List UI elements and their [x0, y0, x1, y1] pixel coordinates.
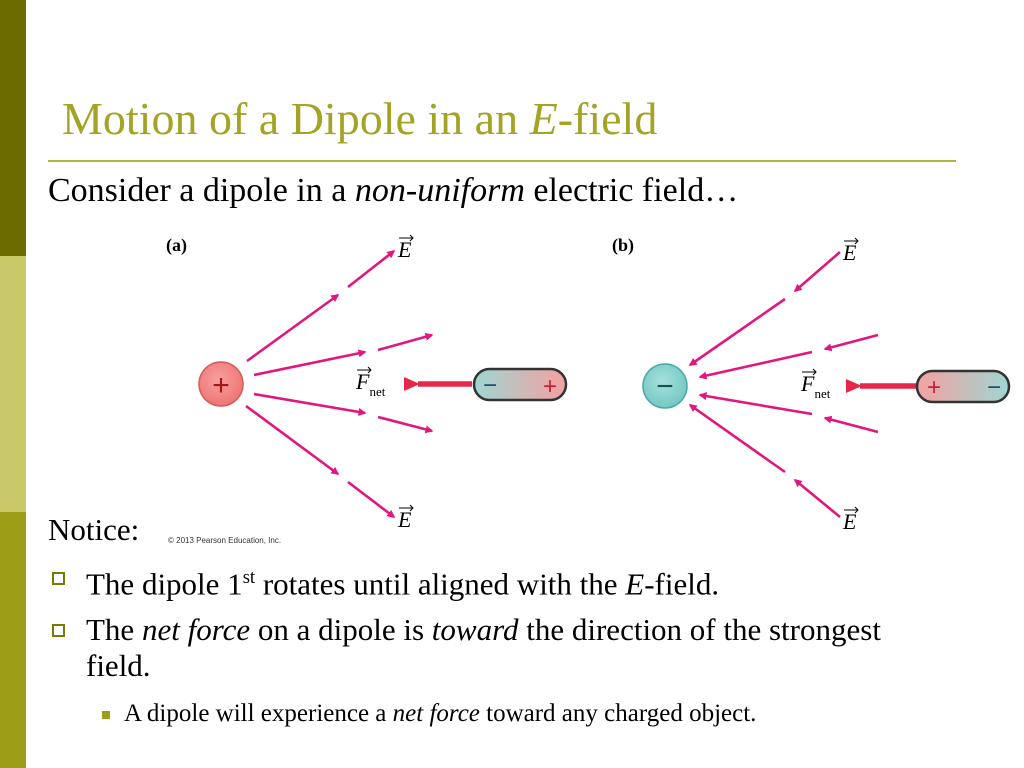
dipole-b-negative-end: −: [987, 374, 1001, 401]
intro-text-end: electric field…: [524, 172, 739, 209]
accent-bar-bottom: [0, 512, 26, 768]
field-arrow-b7: [793, 478, 841, 519]
field-arrow-b1: [793, 251, 841, 292]
bullet-text: The net force on a dipole is toward the …: [86, 612, 912, 684]
accent-bar-middle: [0, 256, 26, 512]
sub-italic: net force: [392, 700, 480, 727]
field-arrow-a2: [347, 249, 396, 289]
negative-charge-sign: −: [656, 370, 674, 403]
panel-a-label: (a): [166, 235, 187, 256]
vector-arrow-icon: [399, 504, 414, 512]
vector-arrow-icon: [399, 234, 414, 242]
bullet-square-icon: [52, 572, 65, 585]
field-arrow-b3: [823, 333, 879, 352]
panel-b-label: (b): [612, 235, 634, 256]
net-force-label-b: Fnet: [800, 371, 831, 401]
force-symbol: F: [800, 371, 815, 396]
bullet1-text-a: The dipole 1: [86, 566, 243, 602]
vector-arrow-icon: [357, 366, 372, 374]
force-subscript: net: [814, 386, 830, 401]
dipole-a: [472, 367, 568, 402]
field-arrow-a4: [377, 332, 434, 352]
bullet2-text-a: The: [86, 612, 142, 647]
sub-text-b: toward any charged object.: [479, 700, 757, 727]
field-arrow-a6: [377, 415, 434, 434]
field-arrow-a7: [245, 404, 340, 476]
field-arrow-a1: [246, 293, 340, 363]
dipole-b-positive-end: +: [927, 374, 941, 401]
bullet-square-icon: [52, 624, 65, 637]
intro-italic: non-uniform: [354, 172, 525, 209]
sub-bullet: A dipole will experience a net force tow…: [102, 700, 756, 728]
bullet-text: The dipole 1st rotates until aligned wit…: [86, 560, 719, 602]
e-field-label-b-bottom: E: [842, 509, 857, 534]
sub-text-a: A dipole will experience a: [124, 700, 393, 727]
e-field-label-b-top: E: [842, 240, 857, 265]
title-text: Motion of a Dipole in an: [62, 93, 530, 144]
title-text-end: -field: [557, 93, 658, 144]
vector-arrow-icon: [802, 368, 817, 376]
field-arrow-b8: [688, 403, 786, 474]
sub-bullet-square-icon: [102, 711, 110, 720]
field-arrow-b5: [823, 415, 879, 434]
field-arrow-a5: [253, 392, 367, 416]
field-arrow-a3: [253, 349, 367, 377]
dipole-a-positive-end: +: [543, 373, 557, 400]
bullet2-text-b: on a dipole is: [250, 612, 432, 647]
intro-line: Consider a dipole in a non-uniform elect…: [48, 172, 738, 210]
copyright-credit: © 2013 Pearson Education, Inc.: [168, 536, 282, 545]
title-rule: [48, 160, 956, 162]
bullet2-text-c: the direction of the strongest field.: [86, 612, 881, 683]
bullet2-italic-2: toward: [431, 612, 519, 647]
vector-arrow-icon: [844, 237, 859, 245]
bullet1-text-c: -field.: [644, 566, 720, 602]
field-arrow-b4: [698, 350, 813, 380]
positive-point-charge: [198, 361, 244, 407]
e-field-label-a-top: E: [397, 237, 412, 262]
dipole-a-negative-end: −: [483, 372, 497, 399]
intro-text: Consider a dipole in a: [48, 172, 355, 209]
accent-bar-top: [0, 0, 26, 256]
negative-point-charge: [642, 363, 688, 409]
positive-charge-sign: +: [212, 369, 230, 402]
dipole-b: [915, 369, 1011, 404]
bullet1-italic: E: [625, 566, 645, 602]
bullet1-text-b: rotates until aligned with the: [255, 566, 626, 602]
vector-arrow-icon: [844, 506, 859, 514]
field-arrow-b6: [698, 392, 813, 416]
bullet1-sup: st: [242, 567, 256, 588]
field-arrow-b2: [688, 297, 786, 367]
title-italic-e: E: [529, 93, 558, 144]
net-force-label-a: Fnet: [355, 369, 386, 399]
notice-label: Notice:: [48, 512, 140, 547]
slide-title: Motion of a Dipole in an E-field: [62, 92, 657, 145]
force-subscript: net: [369, 384, 385, 399]
field-arrow-a8: [347, 480, 396, 519]
force-symbol: F: [355, 369, 370, 394]
e-field-label-a-bottom: E: [397, 507, 412, 532]
bullet2-italic-1: net force: [141, 612, 251, 647]
